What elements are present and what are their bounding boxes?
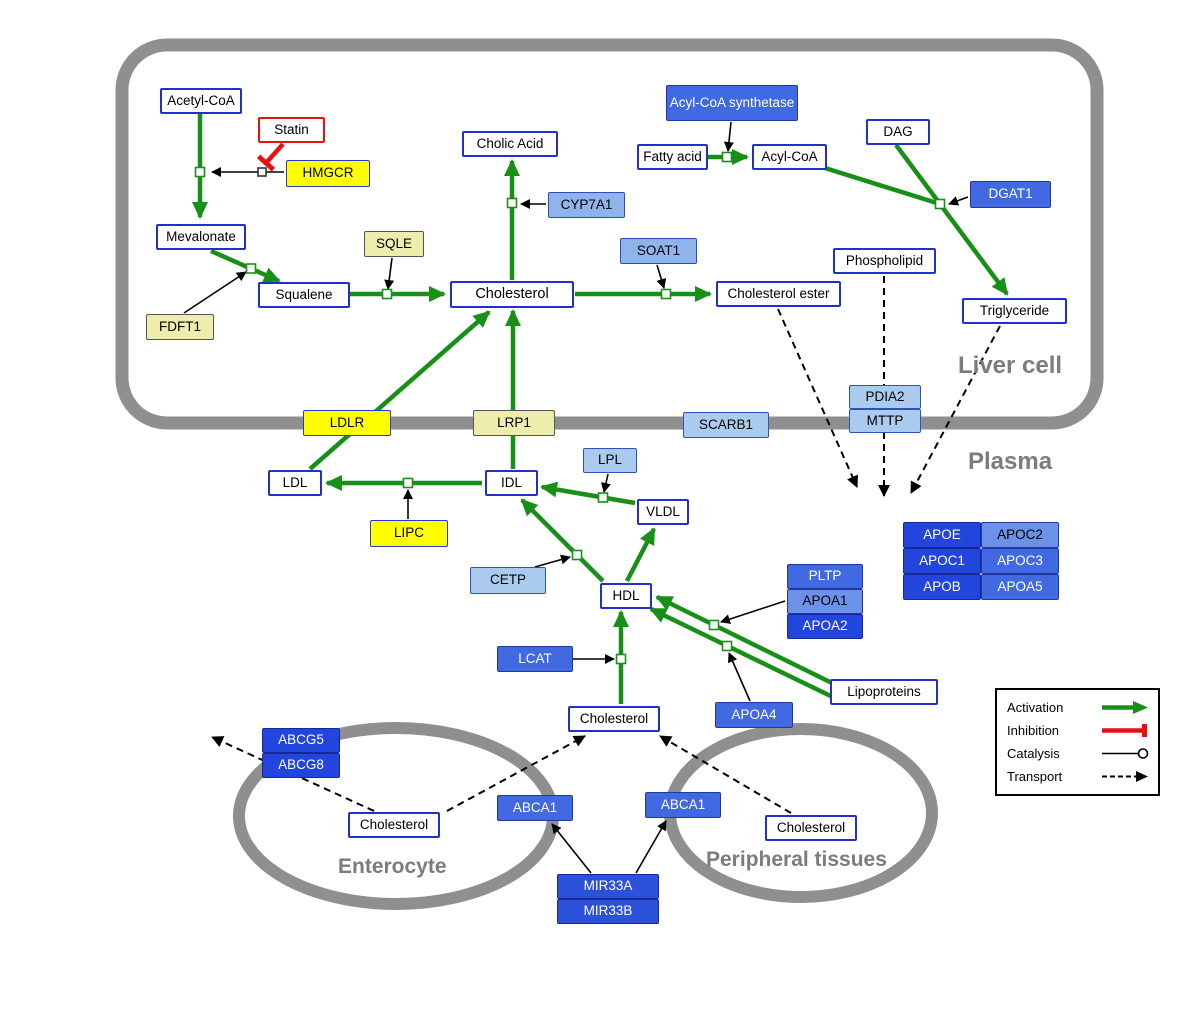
- node-apoe[interactable]: APOE: [903, 522, 981, 548]
- peripheral-tissues-label: Peripheral tissues: [706, 848, 887, 871]
- legend-row-inhibition: Inhibition: [1007, 719, 1150, 742]
- node-dgat1[interactable]: DGAT1: [970, 181, 1051, 208]
- inhibition-tbar-icon: [1102, 724, 1147, 737]
- node-apoc2[interactable]: APOC2: [981, 522, 1059, 548]
- node-abcg5[interactable]: ABCG5: [262, 728, 340, 753]
- node-acyl-coa[interactable]: Acyl-CoA: [752, 144, 827, 170]
- node-hmgcr[interactable]: HMGCR: [286, 160, 370, 187]
- node-apoc3[interactable]: APOC3: [981, 548, 1059, 574]
- node-cholesterol-enterocyte[interactable]: Cholesterol: [348, 812, 440, 838]
- node-lpl[interactable]: LPL: [583, 448, 637, 473]
- node-statin[interactable]: Statin: [258, 117, 325, 143]
- legend: Activation Inhibition Catalysis Transpor…: [995, 688, 1160, 796]
- node-triglyceride[interactable]: Triglyceride: [962, 298, 1067, 324]
- node-mir33a[interactable]: MIR33A: [557, 874, 659, 899]
- enterocyte-label: Enterocyte: [338, 855, 447, 878]
- legend-transport-label: Transport: [1007, 769, 1063, 784]
- node-fdft1[interactable]: FDFT1: [146, 314, 214, 340]
- activation-edges: [192, 114, 1009, 704]
- node-cholesterol-ester[interactable]: Cholesterol ester: [716, 281, 841, 307]
- node-apob[interactable]: APOB: [903, 574, 981, 600]
- transport-dashed-arrow-icon: [1102, 771, 1148, 782]
- node-apoa5[interactable]: APOA5: [981, 574, 1059, 600]
- plasma-label: Plasma: [968, 448, 1053, 475]
- node-cetp[interactable]: CETP: [470, 567, 546, 594]
- node-ldl[interactable]: LDL: [268, 470, 322, 496]
- node-abca1-left[interactable]: ABCA1: [497, 795, 573, 821]
- node-apoa4[interactable]: APOA4: [715, 702, 793, 728]
- node-lipc[interactable]: LIPC: [370, 520, 448, 547]
- node-idl[interactable]: IDL: [485, 470, 538, 496]
- node-pdia2[interactable]: PDIA2: [849, 385, 921, 409]
- node-acyl-coa-synthetase[interactable]: Acyl-CoA synthetase: [666, 85, 798, 121]
- legend-row-transport: Transport: [1007, 765, 1150, 788]
- node-squalene[interactable]: Squalene: [258, 282, 350, 308]
- activation-arrow-icon: [1102, 701, 1148, 714]
- legend-inhibition-label: Inhibition: [1007, 723, 1060, 738]
- node-abca1-right[interactable]: ABCA1: [645, 792, 721, 818]
- node-acetyl-coa[interactable]: Acetyl-CoA: [160, 88, 242, 114]
- node-cholesterol-plasma[interactable]: Cholesterol: [568, 706, 660, 732]
- node-mttp[interactable]: MTTP: [849, 409, 921, 433]
- node-apoa2[interactable]: APOA2: [787, 614, 863, 639]
- catalysis-circle-icon: [1102, 748, 1149, 759]
- node-scarb1[interactable]: SCARB1: [683, 412, 769, 438]
- liver-cell-label: Liver cell: [958, 352, 1063, 379]
- node-dag[interactable]: DAG: [866, 119, 930, 145]
- node-hdl[interactable]: HDL: [600, 583, 652, 609]
- legend-activation-label: Activation: [1007, 700, 1064, 715]
- liver-cell-membrane: [115, 38, 1104, 430]
- node-abcg8[interactable]: ABCG8: [262, 753, 340, 778]
- node-fatty-acid[interactable]: Fatty acid: [637, 144, 708, 170]
- node-lcat[interactable]: LCAT: [497, 646, 573, 672]
- reaction-node-squares: [194, 151, 946, 665]
- catalysis-edges: [183, 121, 969, 874]
- node-lipoproteins[interactable]: Lipoproteins: [830, 679, 938, 705]
- node-apoc1[interactable]: APOC1: [903, 548, 981, 574]
- node-apoa1[interactable]: APOA1: [787, 589, 863, 614]
- node-ldlr[interactable]: LDLR: [303, 410, 391, 436]
- legend-row-activation: Activation: [1007, 696, 1150, 719]
- node-cholic-acid[interactable]: Cholic Acid: [462, 131, 558, 157]
- node-mevalonate[interactable]: Mevalonate: [156, 224, 246, 250]
- inhibition-edge: [256, 142, 285, 172]
- node-vldl[interactable]: VLDL: [637, 499, 689, 525]
- legend-row-catalysis: Catalysis: [1007, 742, 1150, 765]
- node-phospholipid[interactable]: Phospholipid: [833, 248, 936, 274]
- node-cholesterol-liver[interactable]: Cholesterol: [450, 281, 574, 308]
- node-mir33b[interactable]: MIR33B: [557, 899, 659, 924]
- node-sqle[interactable]: SQLE: [364, 231, 424, 257]
- legend-catalysis-label: Catalysis: [1007, 746, 1060, 761]
- node-pltp[interactable]: PLTP: [787, 564, 863, 589]
- node-cholesterol-peripheral[interactable]: Cholesterol: [765, 815, 857, 841]
- node-cyp7a1[interactable]: CYP7A1: [548, 192, 625, 218]
- node-soat1[interactable]: SOAT1: [620, 238, 697, 264]
- inhibition-target-square: [257, 167, 267, 177]
- node-lrp1[interactable]: LRP1: [473, 410, 555, 436]
